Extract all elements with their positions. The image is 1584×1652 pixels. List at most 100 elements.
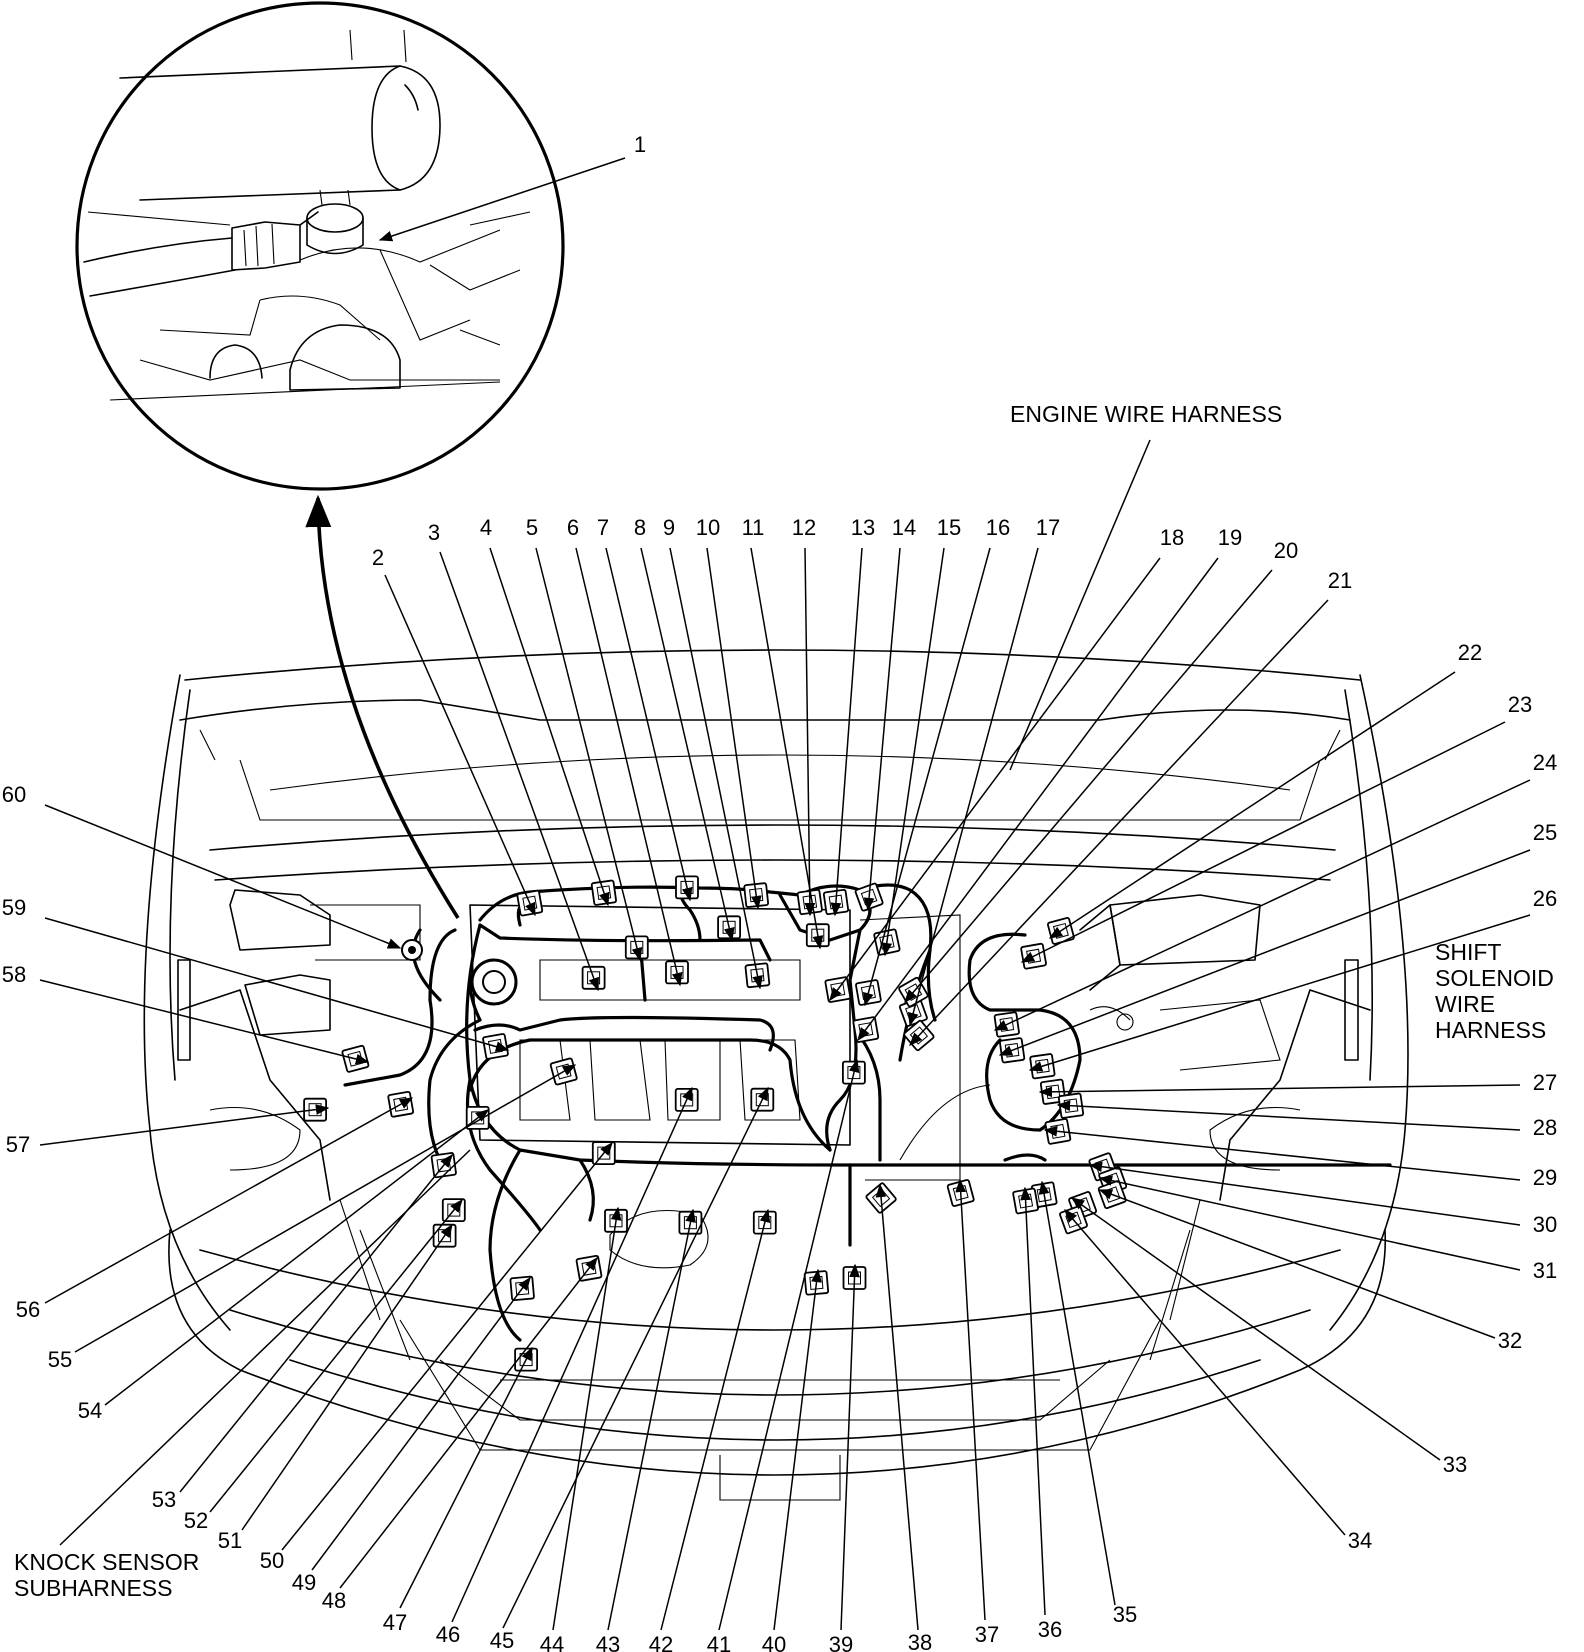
- engine-wire-harness-label: ENGINE WIRE HARNESS: [1010, 401, 1282, 427]
- leader-13: [830, 547, 863, 917]
- leader-58: [39, 979, 370, 1065]
- leader-34: [1064, 1208, 1346, 1536]
- leader-55: [74, 1064, 577, 1353]
- leader-30: [1088, 1161, 1521, 1226]
- callout-5: 5: [526, 515, 538, 540]
- callout-31: 31: [1533, 1258, 1557, 1283]
- leader-21: [909, 599, 1329, 1046]
- leader-52: [209, 1198, 463, 1513]
- callout-50: 50: [260, 1548, 284, 1573]
- leader-19: [857, 557, 1219, 1042]
- callout-14: 14: [892, 515, 916, 540]
- callout-35: 35: [1113, 1602, 1137, 1627]
- leader-59: [44, 917, 510, 1052]
- leader-20: [904, 569, 1273, 1004]
- callout-13: 13: [851, 515, 875, 540]
- leader-38: [875, 1183, 919, 1631]
- callout-36: 36: [1038, 1617, 1062, 1642]
- connectors: [303, 875, 1128, 1372]
- leader-4: [489, 547, 610, 907]
- callout-54: 54: [78, 1398, 102, 1423]
- callout-49: 49: [292, 1570, 316, 1595]
- engine-harness-routing: [343, 883, 1392, 1342]
- callout-57: 57: [6, 1132, 30, 1157]
- callout-8: 8: [634, 515, 646, 540]
- callout-44: 44: [540, 1632, 564, 1652]
- leader-47: [399, 1346, 533, 1609]
- callout-52: 52: [184, 1508, 208, 1533]
- callout-20: 20: [1274, 538, 1298, 563]
- callout-18: 18: [1160, 525, 1184, 550]
- callout-22: 22: [1458, 640, 1482, 665]
- callout-17: 17: [1036, 515, 1060, 540]
- detail-view-arrow: [305, 494, 460, 919]
- leader-43: [607, 1208, 696, 1631]
- callout-41: 41: [707, 1632, 731, 1652]
- leader-18: [829, 557, 1161, 1002]
- callout-56: 56: [16, 1297, 40, 1322]
- leader-50: [281, 1141, 613, 1551]
- callout-32: 32: [1498, 1328, 1522, 1353]
- leader-40: [773, 1268, 822, 1631]
- leader-27: [1038, 1084, 1521, 1098]
- leader-29: [1043, 1125, 1521, 1181]
- leader-46: [451, 1086, 693, 1623]
- shift-solenoid-label-line4: HARNESS: [1435, 1017, 1546, 1043]
- leader-23: [1020, 721, 1506, 963]
- leader-32: [1098, 1189, 1496, 1339]
- knock-sensor-label-line1: KNOCK SENSOR: [14, 1549, 199, 1575]
- leader-11: [750, 547, 824, 950]
- callout-3: 3: [428, 520, 440, 545]
- callout-19: 19: [1218, 525, 1242, 550]
- leader-16: [862, 547, 991, 1007]
- leader-57: [39, 1104, 330, 1146]
- leader-48: [339, 1256, 598, 1589]
- knock-sensor-label-line2: SUBHARNESS: [14, 1575, 172, 1601]
- leader-6: [575, 547, 683, 987]
- leader-9: [669, 547, 763, 990]
- callout-27: 27: [1533, 1070, 1557, 1095]
- ground-bolt-head: [482, 970, 506, 994]
- leader-3: [439, 551, 599, 992]
- leader-24: [993, 779, 1531, 1031]
- callout-29: 29: [1533, 1165, 1557, 1190]
- leader-22: [1048, 671, 1456, 939]
- leader-36: [1020, 1186, 1046, 1616]
- callout-59: 59: [2, 895, 26, 920]
- callout-12: 12: [792, 515, 816, 540]
- callout-21: 21: [1328, 568, 1352, 593]
- shift-solenoid-label-line1: SHIFT: [1435, 939, 1501, 965]
- leader-8: [640, 547, 735, 942]
- callout-48: 48: [322, 1588, 346, 1613]
- leader-39: [840, 1263, 860, 1631]
- callout-15: 15: [937, 515, 961, 540]
- leader-54: [104, 1109, 490, 1406]
- callout-1: 1: [634, 132, 646, 157]
- callout-28: 28: [1533, 1115, 1557, 1140]
- callout-26: 26: [1533, 886, 1557, 911]
- leader-1: [378, 157, 626, 242]
- callout-7: 7: [597, 515, 609, 540]
- leader-35: [1038, 1180, 1116, 1606]
- leader-2: [384, 574, 536, 917]
- callout-40: 40: [762, 1632, 786, 1652]
- callout-39: 39: [829, 1632, 853, 1652]
- callout-9: 9: [663, 515, 675, 540]
- callout-24: 24: [1533, 750, 1557, 775]
- leader-14: [863, 547, 901, 912]
- leader-45: [502, 1086, 769, 1629]
- callout-6: 6: [567, 515, 579, 540]
- callout-11: 11: [742, 515, 765, 540]
- leader-5: [535, 547, 643, 962]
- callout-45: 45: [490, 1628, 514, 1652]
- callout-47: 47: [383, 1610, 407, 1635]
- ground-terminal-detail-view: [75, 1, 565, 491]
- leader-41: [718, 1058, 860, 1631]
- leader-37: [955, 1178, 986, 1621]
- leader-56: [44, 1097, 414, 1304]
- leader-7: [605, 547, 693, 902]
- leader-15: [881, 547, 945, 957]
- callout-4: 4: [480, 515, 492, 540]
- leader-51: [241, 1223, 453, 1531]
